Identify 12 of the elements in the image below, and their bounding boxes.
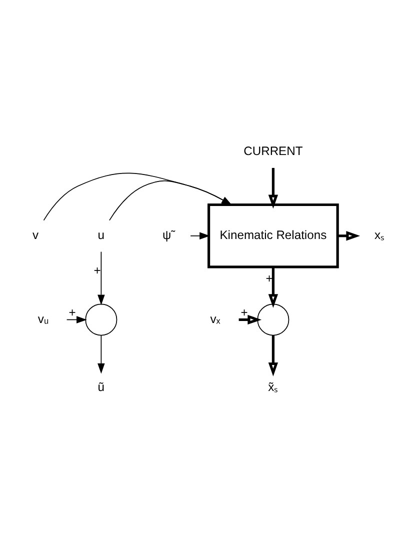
node-text: u	[98, 228, 105, 242]
node-text: x̃ₛ	[268, 380, 278, 394]
node-text: vᵤ	[38, 311, 49, 326]
edge-label: +	[94, 262, 101, 277]
node-text: CURRENT	[244, 144, 303, 158]
edge-label: +	[266, 270, 273, 285]
edge-label: +	[68, 304, 76, 319]
edge-label: +	[240, 304, 248, 319]
node-text: v	[32, 228, 39, 242]
node-text: xₛ	[374, 228, 385, 242]
node-text: vₓ	[210, 311, 220, 326]
node-text: ũ	[98, 380, 105, 394]
